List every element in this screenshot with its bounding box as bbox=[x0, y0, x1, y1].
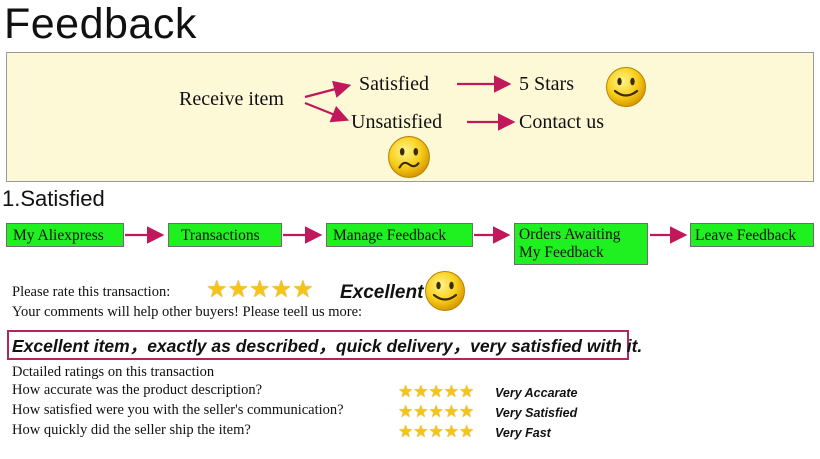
step-label: My Aliexpress bbox=[13, 227, 104, 244]
star-icon[interactable]: ★ bbox=[443, 422, 459, 441]
star-icon[interactable]: ★ bbox=[428, 402, 444, 421]
star-icon[interactable]: ★ bbox=[270, 277, 293, 303]
comments-prompt: Your comments will help other buyers! Pl… bbox=[12, 304, 363, 320]
flow-arrows bbox=[304, 75, 516, 131]
step-my-aliexpress[interactable]: My Aliexpress bbox=[6, 223, 124, 247]
feedback-flow-diagram: Receive item Satisfied Unsatisfied 5 Sta… bbox=[6, 52, 814, 182]
comment-field[interactable] bbox=[7, 330, 629, 360]
comment-text: Excellent item，exactly as described，quic… bbox=[12, 336, 643, 356]
star-icon[interactable]: ★ bbox=[443, 382, 459, 401]
page-title: Feedback bbox=[4, 0, 197, 48]
star-icon[interactable]: ★ bbox=[428, 382, 444, 401]
step-label: Manage Feedback bbox=[333, 227, 447, 244]
rating-stars-description[interactable]: ★★★★★ bbox=[398, 383, 474, 400]
step-transactions[interactable]: Transactions bbox=[168, 223, 282, 247]
rating-stars[interactable]: ★★★★★ bbox=[206, 278, 314, 302]
star-icon[interactable]: ★ bbox=[227, 277, 250, 303]
rating-word: Excellent bbox=[340, 282, 424, 303]
star-icon[interactable]: ★ bbox=[443, 402, 459, 421]
rating-stars-communication[interactable]: ★★★★★ bbox=[398, 403, 474, 420]
smiley-happy-icon bbox=[606, 67, 646, 107]
star-icon[interactable]: ★ bbox=[413, 422, 429, 441]
flow-receive-item: Receive item bbox=[179, 88, 284, 110]
flow-5-stars: 5 Stars bbox=[519, 73, 574, 95]
rating-label-communication: Very Satisfied bbox=[495, 406, 578, 420]
star-icon[interactable]: ★ bbox=[413, 402, 429, 421]
step-label: Orders Awaiting bbox=[519, 226, 621, 243]
rating-label-shipping: Very Fast bbox=[495, 426, 551, 440]
question-description: How accurate was the product description… bbox=[12, 382, 263, 398]
star-icon[interactable]: ★ bbox=[249, 277, 271, 303]
question-communication: How satisfied were you with the seller's… bbox=[12, 402, 344, 418]
rating-prompt: Please rate this transaction: bbox=[12, 284, 171, 300]
rating-label-description: Very Accarate bbox=[495, 386, 578, 400]
star-icon[interactable]: ★ bbox=[206, 277, 228, 303]
step-label: Transactions bbox=[181, 227, 260, 244]
star-icon[interactable]: ★ bbox=[459, 422, 475, 441]
step-manage-feedback[interactable]: Manage Feedback bbox=[326, 223, 473, 247]
smiley-sad-icon bbox=[388, 136, 430, 178]
smiley-happy-icon bbox=[425, 271, 465, 311]
flow-satisfied: Satisfied bbox=[359, 73, 429, 95]
step-label: Leave Feedback bbox=[695, 227, 797, 244]
star-icon[interactable]: ★ bbox=[398, 382, 414, 401]
star-icon[interactable]: ★ bbox=[292, 277, 314, 303]
section-title: 1.Satisfied bbox=[2, 186, 105, 211]
arrow-right-icon bbox=[304, 101, 350, 123]
star-icon[interactable]: ★ bbox=[398, 402, 414, 421]
rating-stars-shipping[interactable]: ★★★★★ bbox=[398, 423, 474, 440]
flow-contact-us: Contact us bbox=[519, 111, 604, 133]
arrow-right-icon bbox=[304, 80, 352, 99]
step-leave-feedback[interactable]: Leave Feedback bbox=[690, 223, 814, 247]
star-icon[interactable]: ★ bbox=[428, 422, 444, 441]
detailed-ratings-heading: Dctailed ratings on this transaction bbox=[12, 364, 215, 380]
question-shipping: How quickly did the seller ship the item… bbox=[12, 422, 251, 438]
step-label-line2: My Feedback bbox=[519, 244, 604, 261]
star-icon[interactable]: ★ bbox=[459, 382, 475, 401]
star-icon[interactable]: ★ bbox=[413, 382, 429, 401]
star-icon[interactable]: ★ bbox=[459, 402, 475, 421]
step-orders-awaiting-feedback[interactable]: Orders Awaiting My Feedback bbox=[514, 223, 648, 265]
star-icon[interactable]: ★ bbox=[398, 422, 414, 441]
flow-unsatisfied: Unsatisfied bbox=[351, 111, 443, 133]
